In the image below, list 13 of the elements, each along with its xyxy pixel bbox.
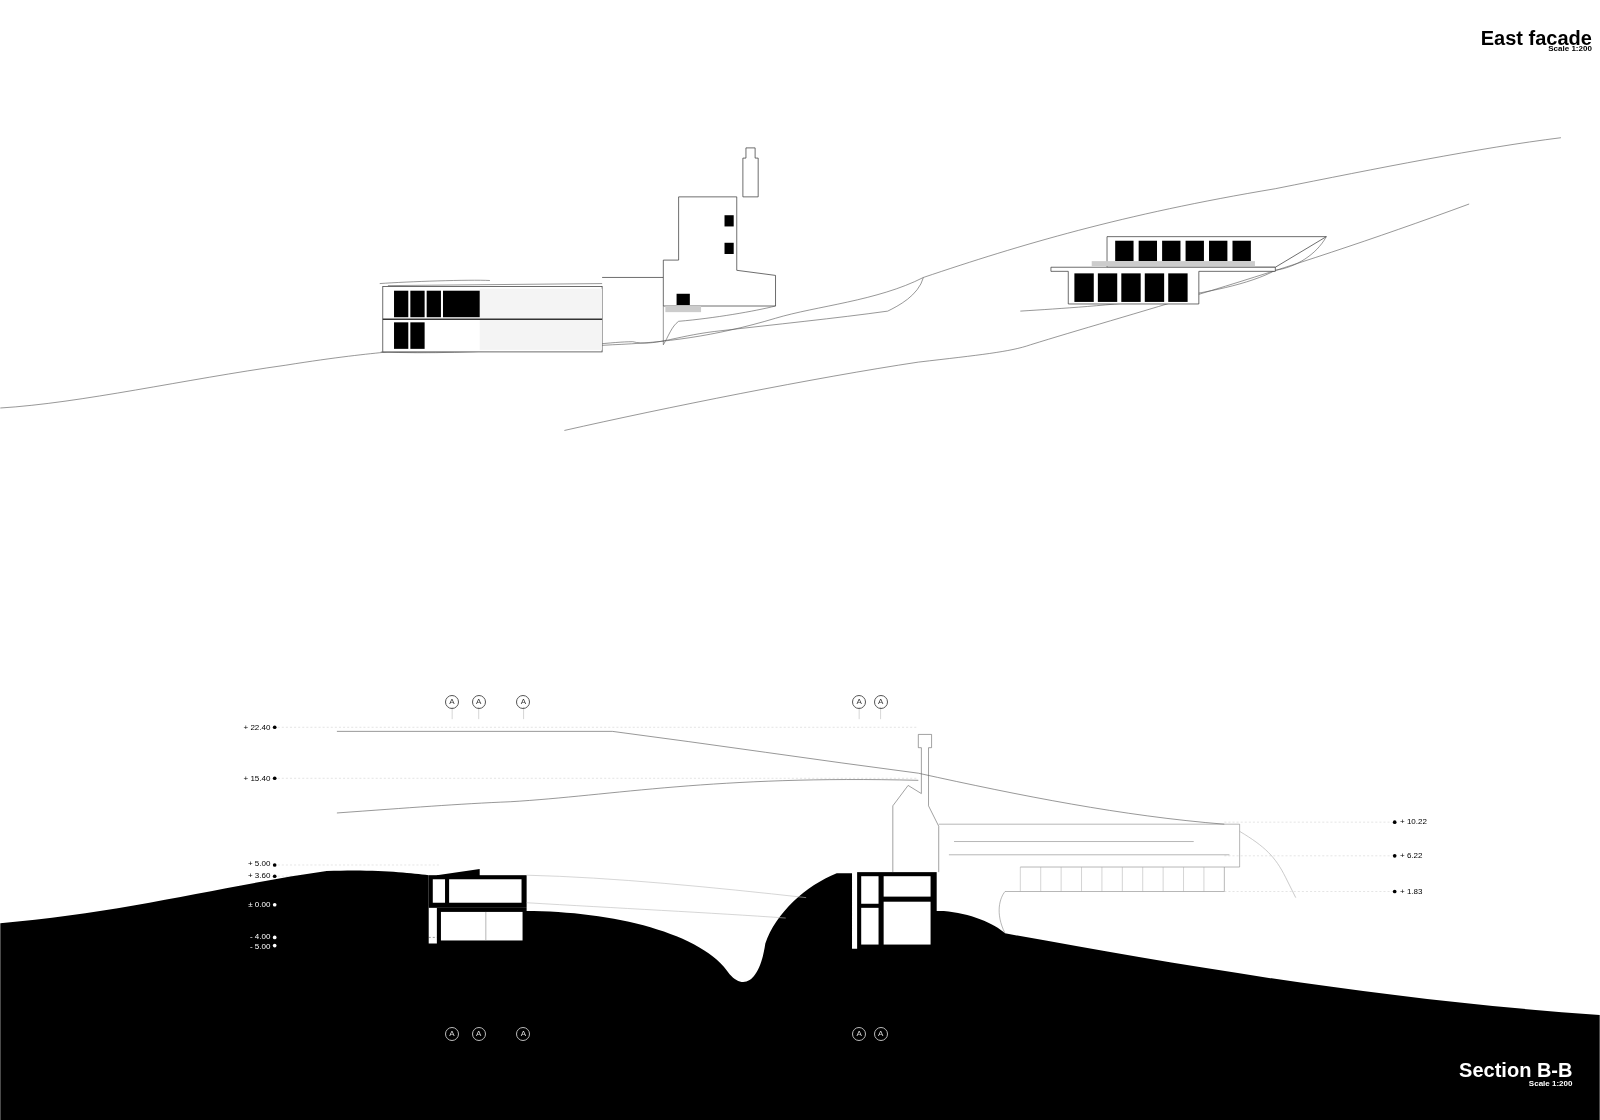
- level-label: + 3.60: [247, 871, 271, 880]
- level-label: + 22.40: [243, 723, 271, 732]
- scale-note: Scale 1:200: [1548, 44, 1592, 53]
- level-label: ± 0.00: [248, 901, 271, 910]
- level-label: + 5.00: [247, 860, 271, 869]
- level-label: + 10.22: [1400, 818, 1427, 827]
- level-label: + 1.83: [1400, 887, 1423, 896]
- level-label: + 6.22: [1400, 852, 1423, 861]
- scale-note: Scale 1:200: [1528, 1079, 1573, 1088]
- level-label: + 15.40: [243, 774, 271, 783]
- level-label: - 5.00: [249, 942, 271, 951]
- level-label: - 4.00: [249, 932, 271, 941]
- drawing-title: Section B-B: [1459, 1060, 1573, 1081]
